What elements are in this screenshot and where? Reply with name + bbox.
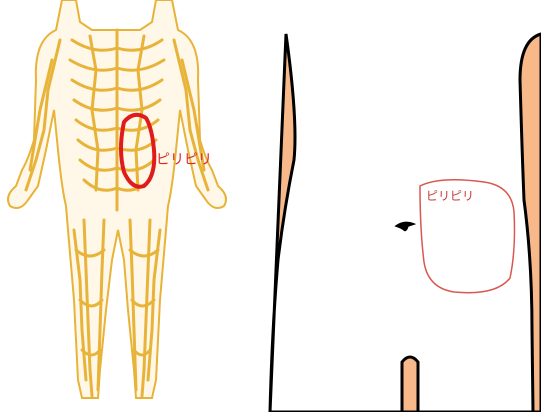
navel xyxy=(396,222,414,230)
abdomen-closeup-panel: ピリピリ xyxy=(262,0,541,412)
nerve-body-diagram-panel: ピリピリ xyxy=(0,0,270,412)
tingling-label-left: ピリピリ xyxy=(156,152,212,168)
tingling-label-right: ピリピリ xyxy=(426,189,474,203)
abdomen-closeup-diagram: ピリピリ xyxy=(262,0,541,412)
nerve-body-diagram: ピリピリ xyxy=(0,0,270,412)
